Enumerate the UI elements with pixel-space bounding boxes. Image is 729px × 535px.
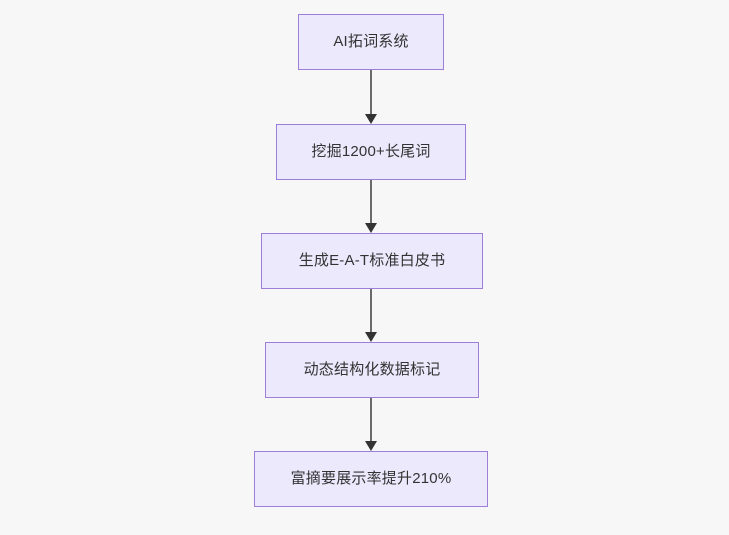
flow-node-label: 富摘要展示率提升210% (290, 470, 452, 487)
flow-node-label: 动态结构化数据标记 (303, 361, 441, 378)
flow-node-label: 挖掘1200+长尾词 (311, 143, 431, 160)
arrowhead-icon (365, 114, 377, 124)
flow-node-label: 生成E-A-T标准白皮书 (298, 252, 446, 269)
arrowhead-icon (365, 223, 377, 233)
flow-node-generate-eat-whitepaper[interactable]: 生成E-A-T标准白皮书 (261, 233, 483, 289)
flow-node-label: AI拓词系统 (333, 33, 409, 50)
edge-line (370, 70, 372, 116)
flow-node-rich-snippet-impression-uplift[interactable]: 富摘要展示率提升210% (254, 451, 488, 507)
arrowhead-icon (365, 332, 377, 342)
edge-line (370, 289, 372, 334)
edge-n2-n3 (361, 180, 381, 233)
edge-line (370, 398, 372, 443)
edge-n1-n2 (361, 70, 381, 124)
flow-node-mine-longtail-keywords[interactable]: 挖掘1200+长尾词 (276, 124, 466, 180)
flow-node-dynamic-structured-data-markup[interactable]: 动态结构化数据标记 (265, 342, 479, 398)
edge-n4-n5 (361, 398, 381, 451)
arrowhead-icon (365, 441, 377, 451)
flow-node-ai-keyword-system[interactable]: AI拓词系统 (298, 14, 444, 70)
edge-n3-n4 (361, 289, 381, 342)
edge-line (370, 180, 372, 225)
